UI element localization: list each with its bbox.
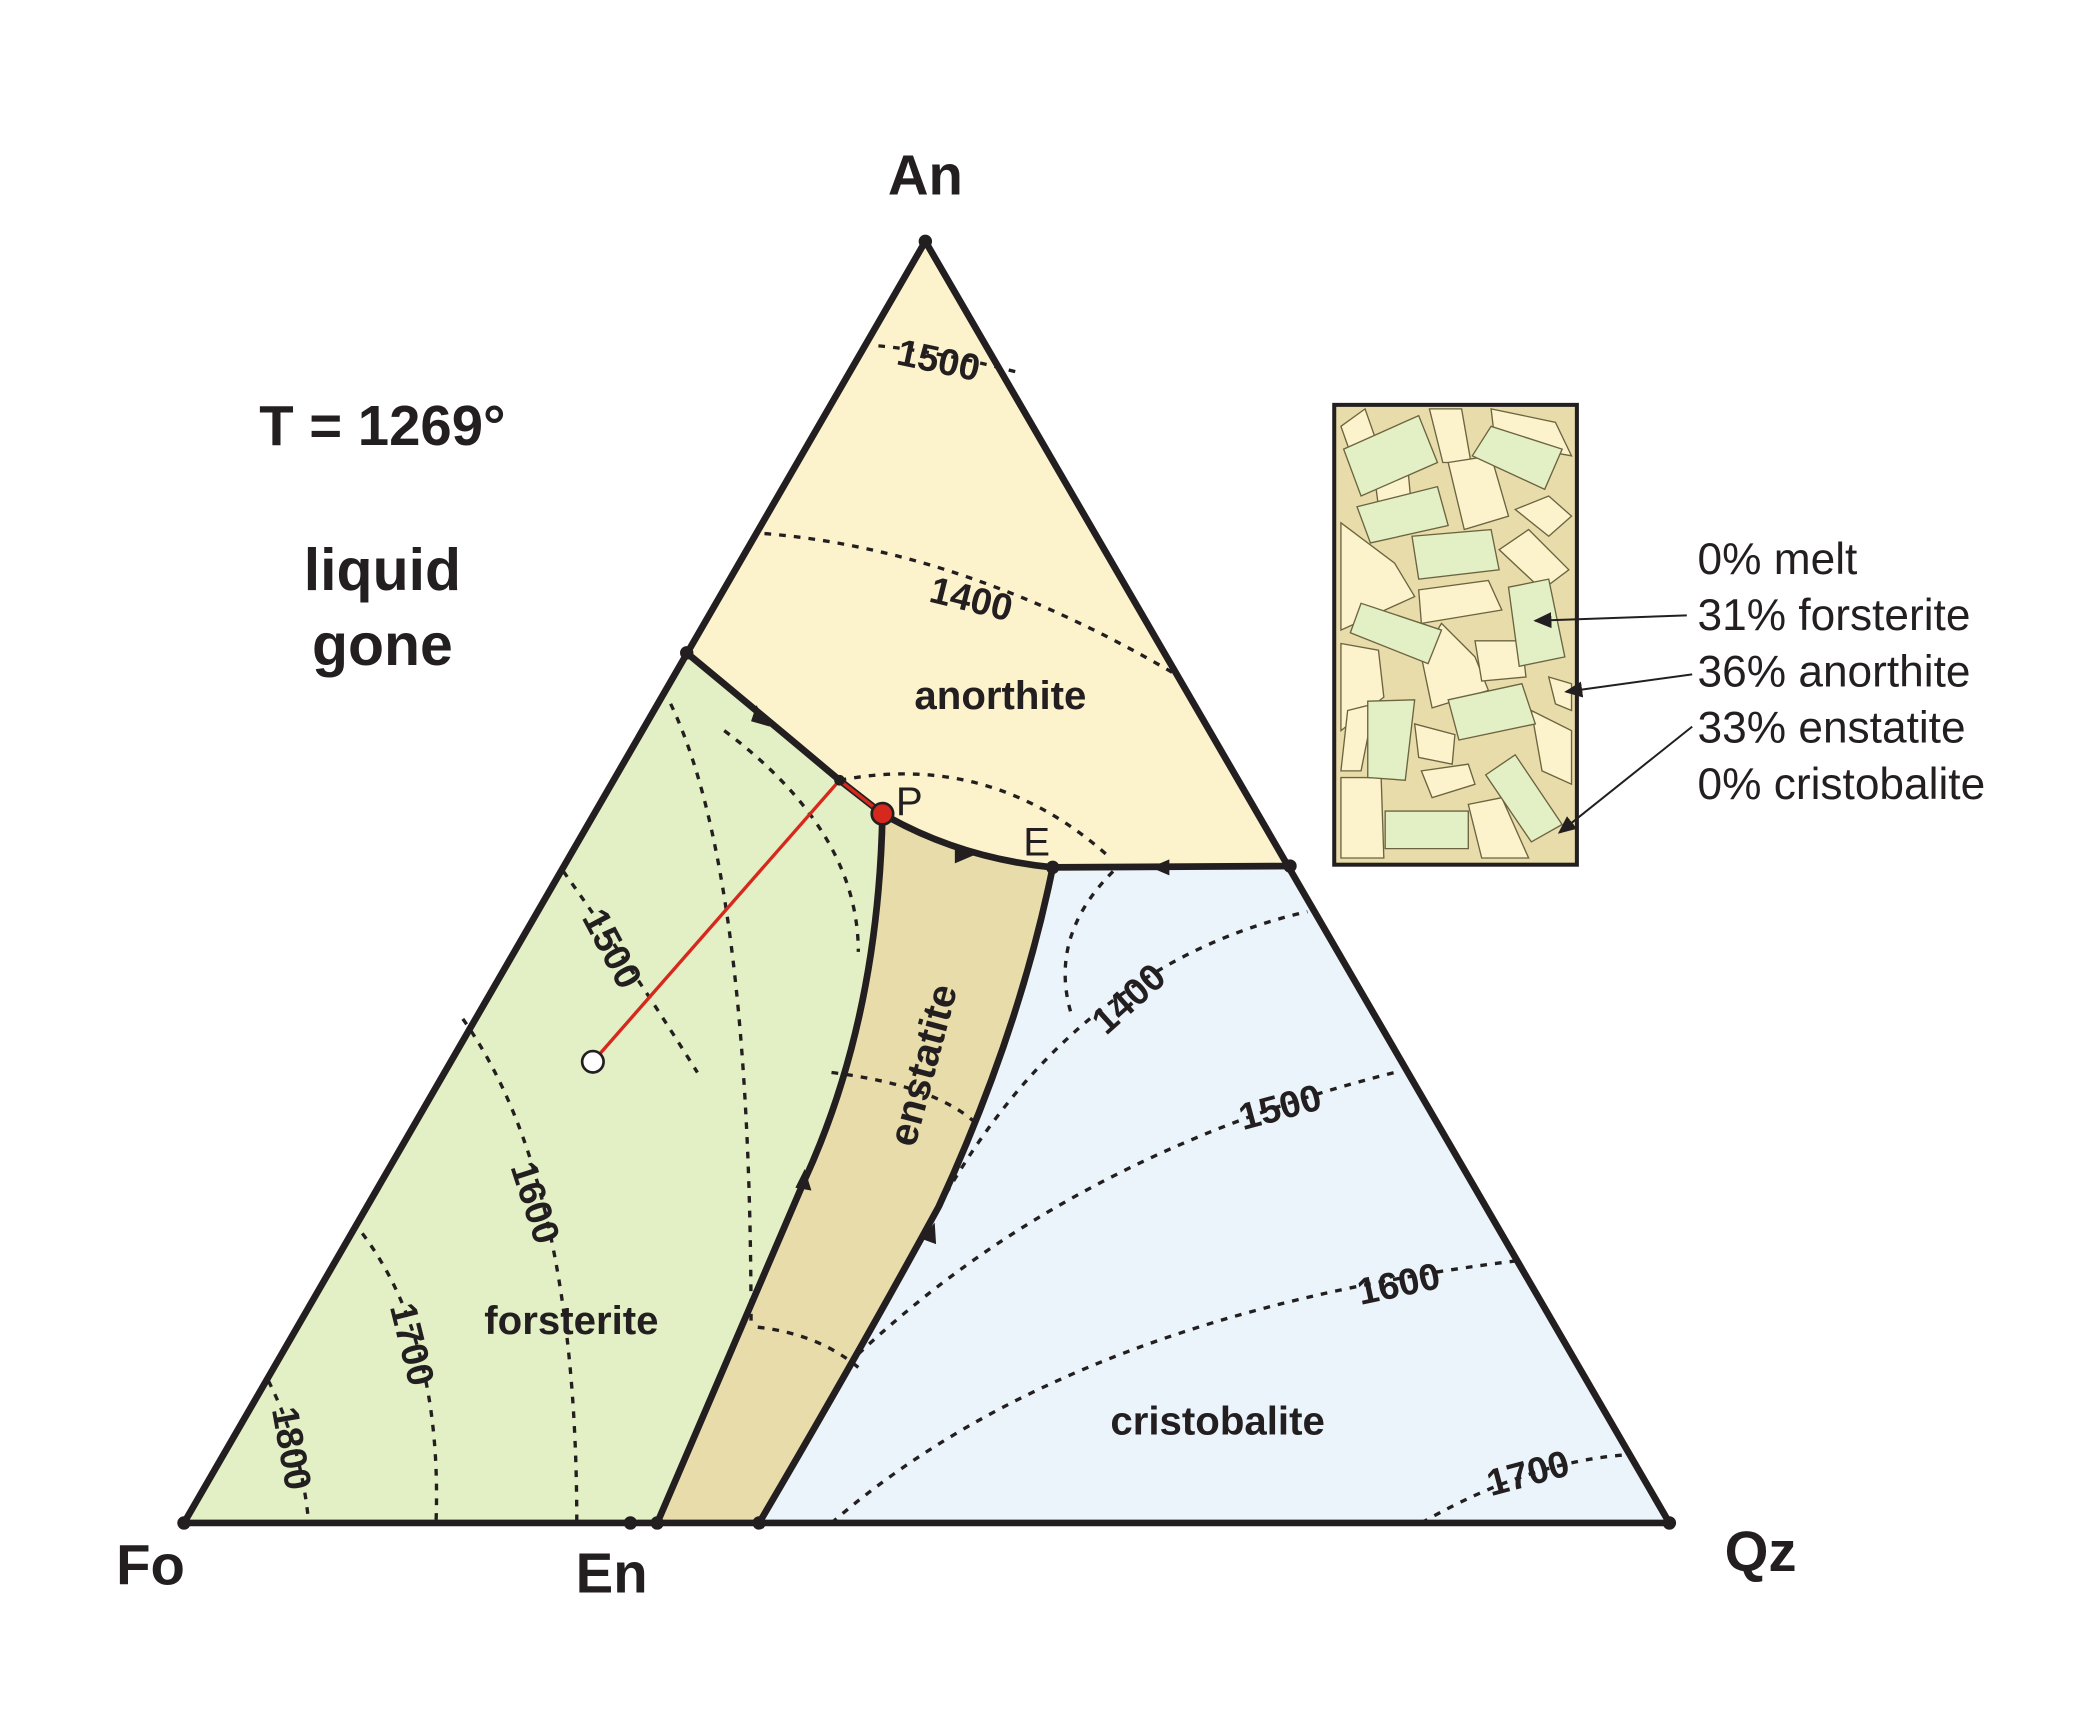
vertex-label-qz: Qz [1725,1520,1797,1583]
mode-pointers [1533,612,1693,834]
status-line-1: liquid [304,538,461,603]
current-liquid-marker [870,801,895,826]
cristobalite-field [759,866,1670,1523]
mode-melt: 0% melt [1698,535,1858,584]
temperature-label: T = 1269° [259,394,505,457]
point-label-p: P [896,779,923,824]
thin-section-inset [1332,402,1579,867]
small-path-node [834,774,845,786]
mode-cristobalite: 0% cristobalite [1698,760,1986,809]
mode-forsterite: 31% forsterite [1698,591,1971,640]
vertex-label-fo: Fo [116,1534,185,1597]
status-line-2: gone [312,613,453,678]
isotherm-lines [266,344,1630,1525]
vertex-dots [177,234,1677,1530]
cotectic-en-qz [756,866,1056,1525]
mode-enstatite: 33% enstatite [1698,704,1966,753]
point-label-e: E [1023,819,1050,864]
cotectic-fo-an [684,650,885,817]
field-label-cristobalite: cristobalite [1110,1398,1324,1443]
field-label-anorthite: anorthite [914,673,1086,718]
cotectic-an-en [880,810,1291,871]
bulk-composition-marker [580,1049,605,1074]
enstatite-field [657,813,1053,1523]
direction-arrows [751,705,1170,1245]
mode-anorthite: 36% anorthite [1698,647,1971,696]
field-label-forsterite: forsterite [484,1298,658,1343]
vertex-label-en: En [576,1542,648,1605]
vertex-label-an: An [888,143,963,206]
forsterite-field [183,652,883,1523]
triangle-outline [180,237,1673,1527]
